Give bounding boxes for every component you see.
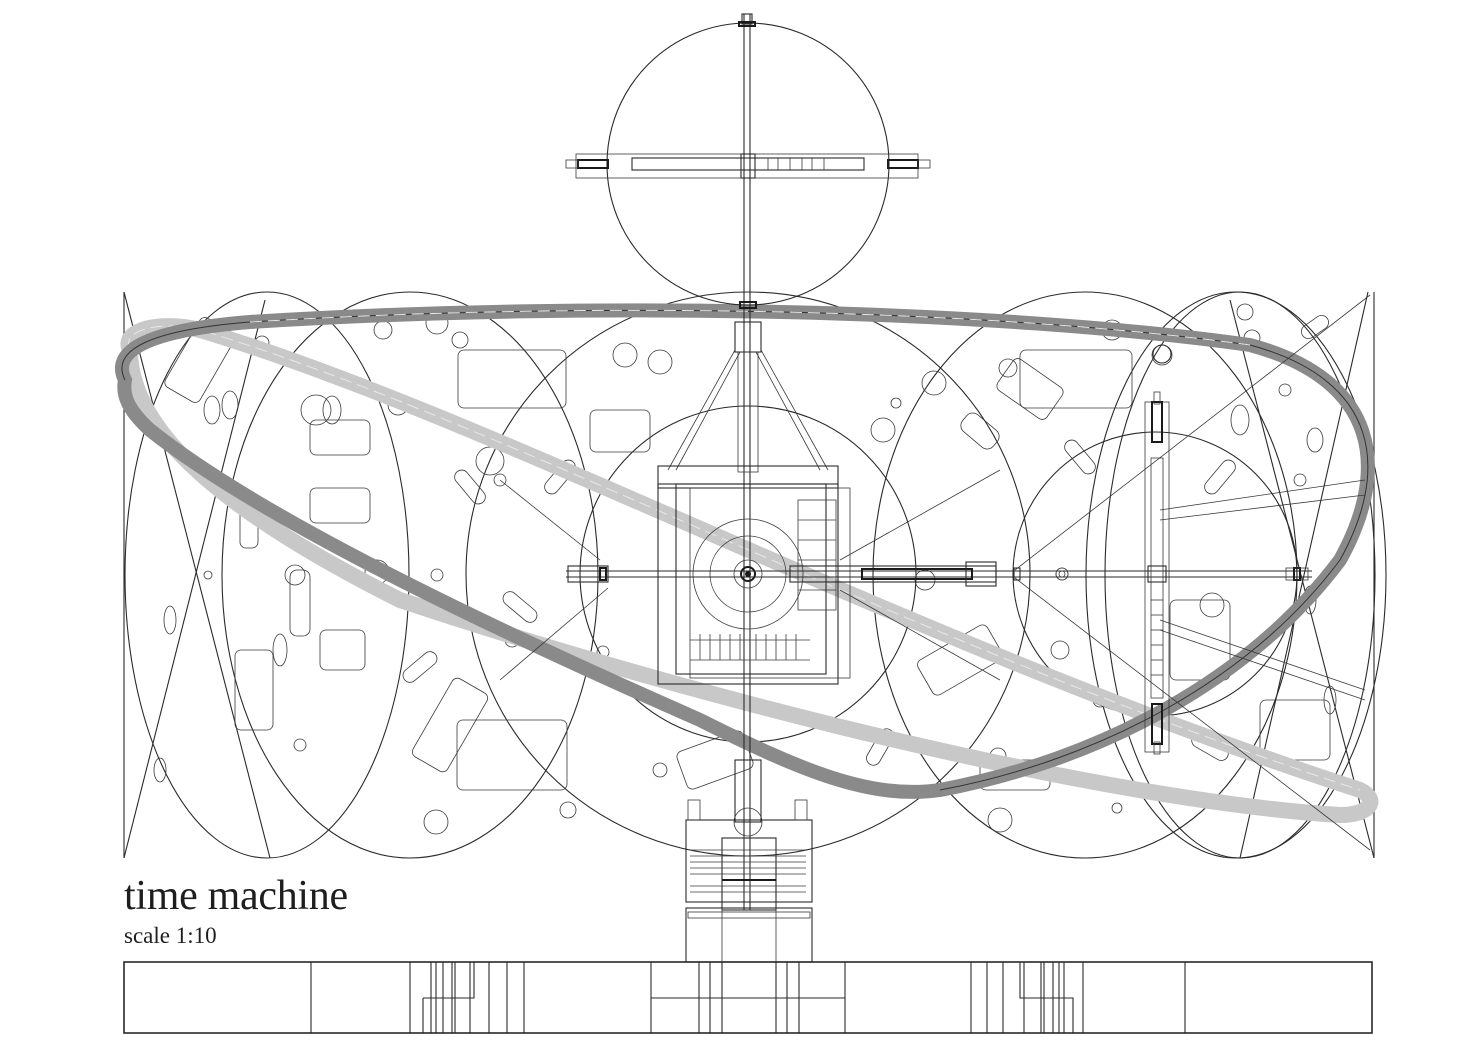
pedestal (685, 759, 813, 963)
title-block: time machine scale 1:10 (124, 872, 348, 950)
drawing-title: time machine (124, 873, 348, 919)
right-vertical-strut (1014, 294, 1371, 851)
side-frames (123, 291, 1375, 859)
base-plate (123, 961, 1373, 1034)
top-disc-assembly (565, 22, 931, 306)
orbital-bands (114, 303, 1379, 824)
central-mast (667, 13, 829, 910)
diagonal-struts (499, 469, 1001, 681)
scale-label: scale 1:10 (124, 923, 217, 948)
horizontal-axle (566, 561, 1312, 587)
central-gearbox (657, 465, 851, 685)
